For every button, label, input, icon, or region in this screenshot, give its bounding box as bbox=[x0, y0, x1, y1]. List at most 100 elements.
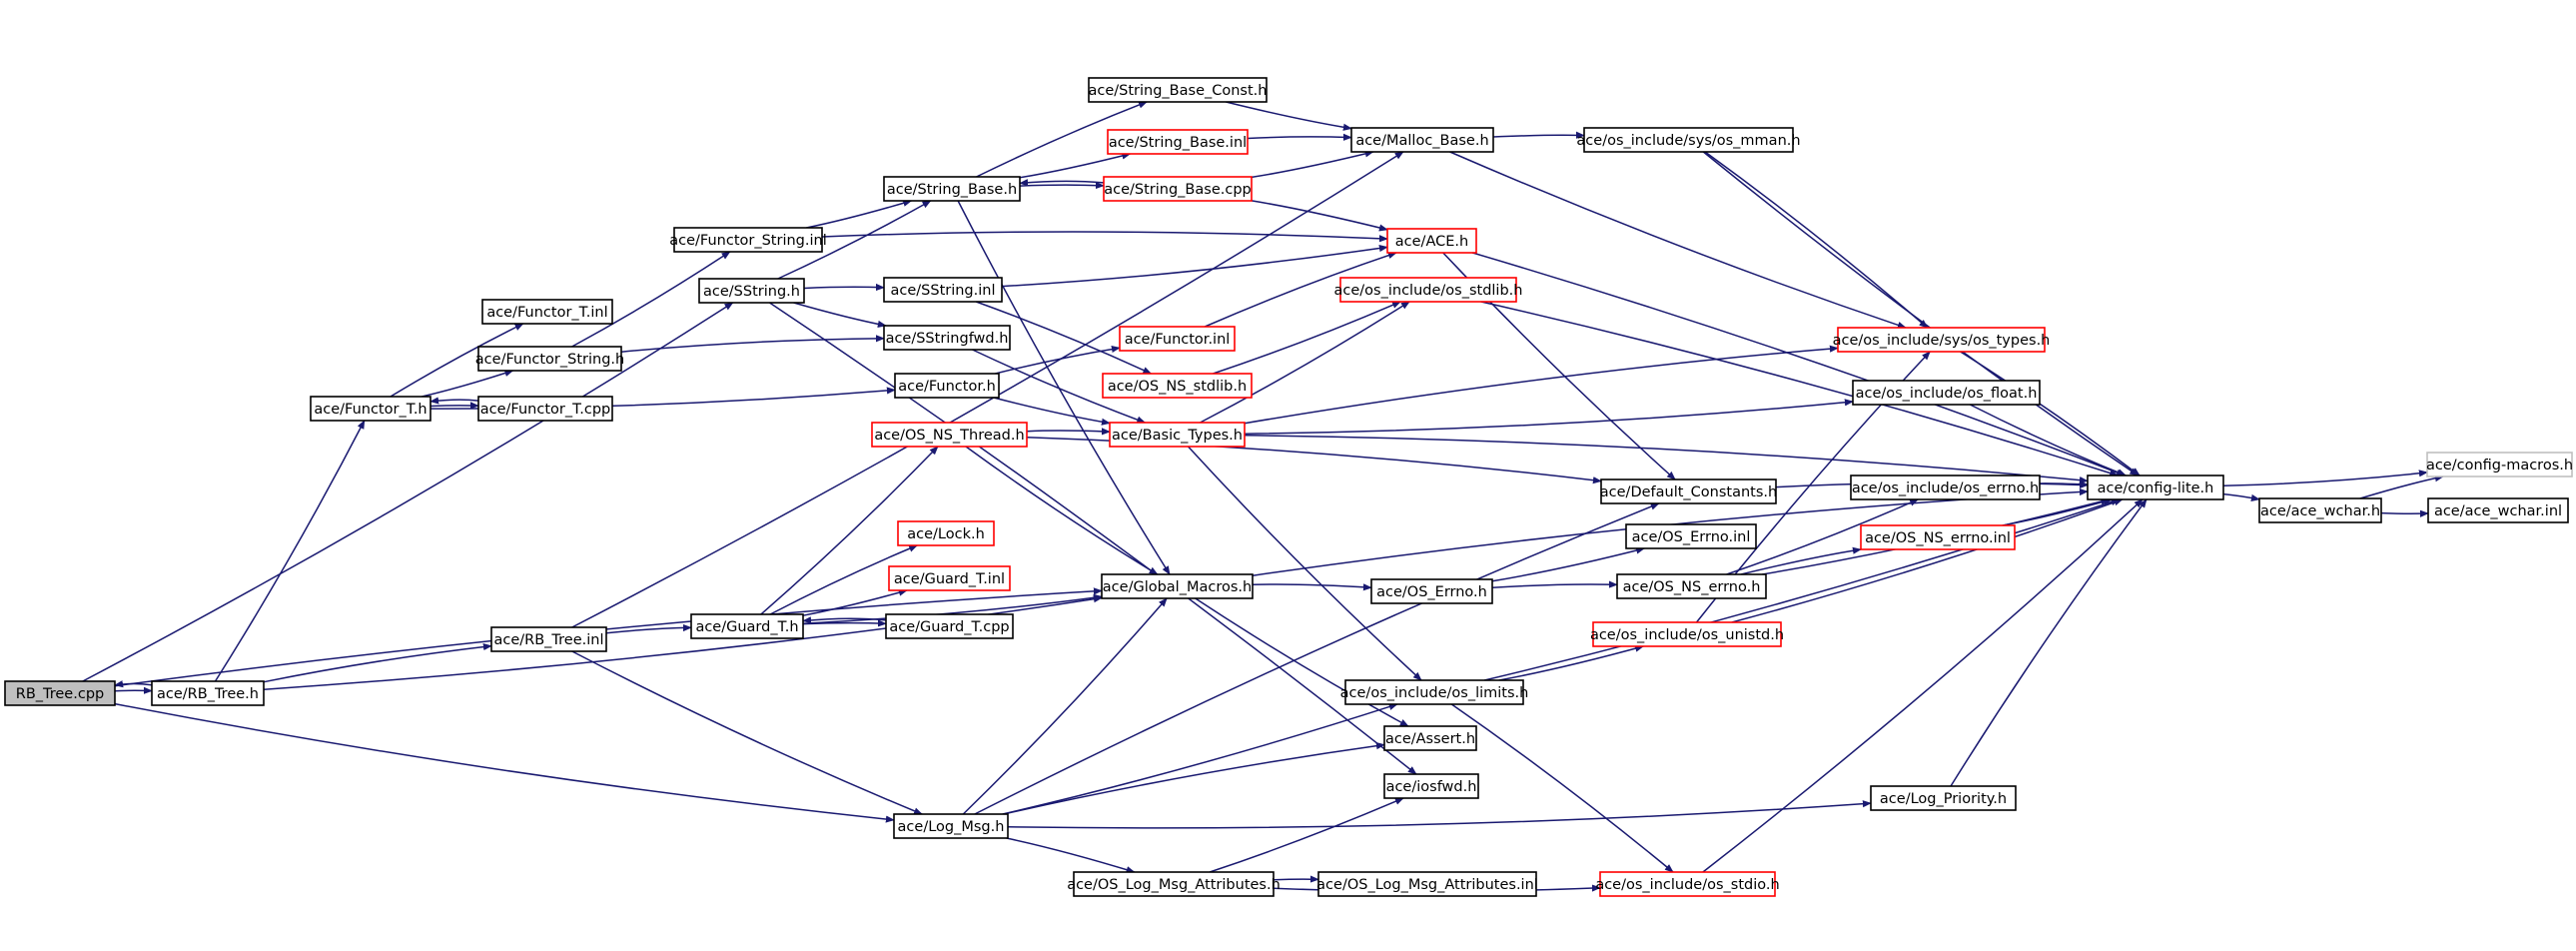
node-box bbox=[490, 626, 607, 652]
node-log-msg-h[interactable]: ace/Log_Msg.h bbox=[893, 813, 1009, 839]
node-config-macros-h[interactable]: ace/config-macros.h bbox=[2426, 452, 2573, 477]
node-sstring-inl[interactable]: ace/SString.inl bbox=[883, 277, 1003, 303]
node-label: ace/os_include/os_stdio.h bbox=[1595, 877, 1779, 893]
edge-rb_tree_inl-to-guard_t_h bbox=[605, 623, 692, 634]
node-box bbox=[2426, 452, 2573, 477]
node-config-lite-h[interactable]: ace/config-lite.h bbox=[2087, 475, 2224, 500]
edge-rb_tree_cpp-to-log_msg_h bbox=[114, 702, 895, 823]
node-label: ace/Log_Priority.h bbox=[1880, 791, 2007, 807]
node-malloc-base-h[interactable]: ace/Malloc_Base.h bbox=[1350, 127, 1494, 153]
edge-os_ns_thread_h-to-basic_types_h bbox=[1026, 428, 1111, 436]
node-os-ns-stdlib-h[interactable]: ace/OS_NS_stdlib.h bbox=[1102, 373, 1253, 399]
node-box bbox=[310, 396, 431, 422]
node-label: ace/Functor_String.inl bbox=[669, 233, 826, 249]
edge-os_stdio_h-to-config_lite_h bbox=[1702, 498, 2144, 873]
node-box bbox=[1350, 127, 1494, 153]
node-functor-h[interactable]: ace/Functor.h bbox=[894, 373, 1000, 399]
node-guard-t-cpp[interactable]: ace/Guard_T.cpp bbox=[885, 613, 1014, 639]
node-sstringfwd-h[interactable]: ace/SStringfwd.h bbox=[883, 325, 1011, 351]
node-iosfwd-h[interactable]: ace/iosfwd.h bbox=[1383, 773, 1479, 799]
edge-rb_tree_h-to-functor_t_h bbox=[214, 420, 366, 682]
node-guard-t-h[interactable]: ace/Guard_T.h bbox=[690, 613, 804, 639]
node-log-priority-h[interactable]: ace/Log_Priority.h bbox=[1870, 785, 2017, 811]
node-ace-h[interactable]: ace/ACE.h bbox=[1386, 228, 1477, 254]
node-box bbox=[1600, 478, 1777, 504]
edge-guard_t_h-to-guard_t_inl bbox=[802, 588, 908, 616]
node-assert-h[interactable]: ace/Assert.h bbox=[1383, 725, 1477, 751]
node-rb-tree-inl[interactable]: ace/RB_Tree.inl bbox=[490, 626, 607, 652]
node-functor-t-inl[interactable]: ace/Functor_T.inl bbox=[481, 299, 613, 325]
node-string-base-cpp[interactable]: ace/String_Base.cpp bbox=[1103, 176, 1253, 202]
node-os-limits-h[interactable]: ace/os_include/os_limits.h bbox=[1340, 679, 1529, 705]
node-os-unistd-h[interactable]: ace/os_include/os_unistd.h bbox=[1590, 621, 1784, 647]
node-label: ace/ace_wchar.inl bbox=[2434, 503, 2562, 519]
edge-global_macros_h-to-os_errno_cls_h bbox=[1252, 583, 1372, 591]
node-rb-tree-h[interactable]: ace/RB_Tree.h bbox=[151, 680, 265, 706]
node-functor-t-cpp[interactable]: ace/Functor_T.cpp bbox=[477, 396, 613, 422]
node-string-base-h[interactable]: ace/String_Base.h bbox=[883, 176, 1021, 202]
edge-log_priority_h-to-config_lite_h bbox=[1950, 498, 2147, 787]
node-box bbox=[1592, 621, 1782, 647]
node-box bbox=[1837, 327, 2046, 353]
node-os-mman-h[interactable]: ace/os_include/sys/os_mman.h bbox=[1576, 127, 1801, 153]
node-label: ace/String_Base.h bbox=[887, 182, 1017, 198]
node-guard-t-inl[interactable]: ace/Guard_T.inl bbox=[888, 565, 1011, 591]
node-label: ace/OS_NS_errno.inl bbox=[1865, 530, 2011, 546]
node-functor-inl[interactable]: ace/Functor.inl bbox=[1119, 326, 1236, 352]
node-os-ns-errno-inl[interactable]: ace/OS_NS_errno.inl bbox=[1860, 524, 2016, 550]
node-os-errno-inl[interactable]: ace/OS_Errno.inl bbox=[1625, 523, 1757, 549]
node-os-float-h[interactable]: ace/os_include/os_float.h bbox=[1852, 380, 2041, 406]
node-os-errno-cls-h[interactable]: ace/OS_Errno.h bbox=[1370, 578, 1493, 604]
node-os-stdlib-h[interactable]: ace/os_include/os_stdlib.h bbox=[1334, 277, 1523, 303]
node-string-base-const-h[interactable]: ace/String_Base_Const.h bbox=[1088, 77, 1268, 103]
edge-sstring_inl-to-ace_h bbox=[1001, 244, 1388, 288]
node-box bbox=[883, 176, 1021, 202]
node-ace-wchar-h[interactable]: ace/ace_wchar.h bbox=[2258, 497, 2382, 523]
node-ace-wchar-inl[interactable]: ace/ace_wchar.inl bbox=[2427, 497, 2569, 523]
node-label: ace/os_include/os_unistd.h bbox=[1590, 627, 1784, 643]
node-box bbox=[1616, 573, 1767, 599]
node-label: ace/Guard_T.inl bbox=[894, 571, 1005, 587]
node-label: ace/Functor.h bbox=[898, 379, 996, 395]
node-box bbox=[1102, 373, 1253, 399]
node-default-constants-h[interactable]: ace/Default_Constants.h bbox=[1600, 478, 1777, 504]
node-label: ace/Global_Macros.h bbox=[1103, 579, 1252, 595]
edge-global_macros_h-to-assert_h bbox=[1195, 597, 1409, 727]
node-sstring-h[interactable]: ace/SString.h bbox=[698, 278, 805, 304]
node-os-include-errno-h[interactable]: ace/os_include/os_errno.h bbox=[1850, 475, 2041, 500]
node-os-types-h[interactable]: ace/os_include/sys/os_types.h bbox=[1833, 327, 2051, 353]
node-functor-string-inl[interactable]: ace/Functor_String.inl bbox=[669, 227, 827, 253]
edge-log_msg_h-to-assert_h bbox=[1003, 742, 1385, 815]
edge-ace_wchar_h-to-config_macros_h bbox=[2359, 475, 2444, 499]
edge-rb_tree_h-to-rb_tree_inl bbox=[263, 642, 492, 683]
edge-string_base_h-to-global_macros_h bbox=[957, 200, 1171, 575]
node-box bbox=[883, 325, 1011, 351]
node-os-log-msg-attributes-h[interactable]: ace/OS_Log_Msg_Attributes.h bbox=[1067, 871, 1281, 897]
node-string-base-inl[interactable]: ace/String_Base.inl bbox=[1107, 129, 1249, 155]
node-label: ace/RB_Tree.inl bbox=[493, 632, 603, 648]
node-basic-types-h[interactable]: ace/Basic_Types.h bbox=[1109, 422, 1246, 448]
edge-rb_tree_h-to-rb_tree_cpp bbox=[114, 680, 153, 688]
node-label: ace/String_Base.cpp bbox=[1104, 182, 1252, 198]
node-os-ns-errno-h[interactable]: ace/OS_NS_errno.h bbox=[1616, 573, 1767, 599]
edge-os_include_errno_h-to-config_lite_h bbox=[2039, 480, 2089, 488]
node-os-log-msg-attributes-inl[interactable]: ace/OS_Log_Msg_Attributes.inl bbox=[1316, 871, 1538, 897]
node-global-macros-h[interactable]: ace/Global_Macros.h bbox=[1101, 573, 1254, 599]
node-os-ns-thread-h[interactable]: ace/OS_NS_Thread.h bbox=[871, 422, 1028, 448]
node-box bbox=[1860, 524, 2016, 550]
node-lock-h[interactable]: ace/Lock.h bbox=[897, 520, 995, 546]
node-label: ace/os_include/os_limits.h bbox=[1340, 685, 1529, 701]
node-box bbox=[1101, 573, 1254, 599]
edge-ace_wchar_h-to-ace_wchar_inl bbox=[2380, 509, 2429, 517]
edge-os_unistd_h-to-config_lite_h bbox=[1731, 498, 2124, 623]
node-label: ace/os_include/os_float.h bbox=[1856, 386, 2038, 402]
node-label: ace/Guard_T.cpp bbox=[889, 619, 1009, 635]
node-box bbox=[885, 613, 1014, 639]
node-functor-string-h[interactable]: ace/Functor_String.h bbox=[475, 346, 624, 372]
node-rb-tree-cpp[interactable]: RB_Tree.cpp bbox=[4, 680, 116, 706]
node-functor-t-h[interactable]: ace/Functor_T.h bbox=[310, 396, 431, 422]
edge-os_limits_h-to-config_lite_h bbox=[1484, 498, 2121, 681]
node-label: ace/OS_Errno.inl bbox=[1632, 529, 1751, 545]
node-os-stdio-h[interactable]: ace/os_include/os_stdio.h bbox=[1595, 871, 1780, 897]
